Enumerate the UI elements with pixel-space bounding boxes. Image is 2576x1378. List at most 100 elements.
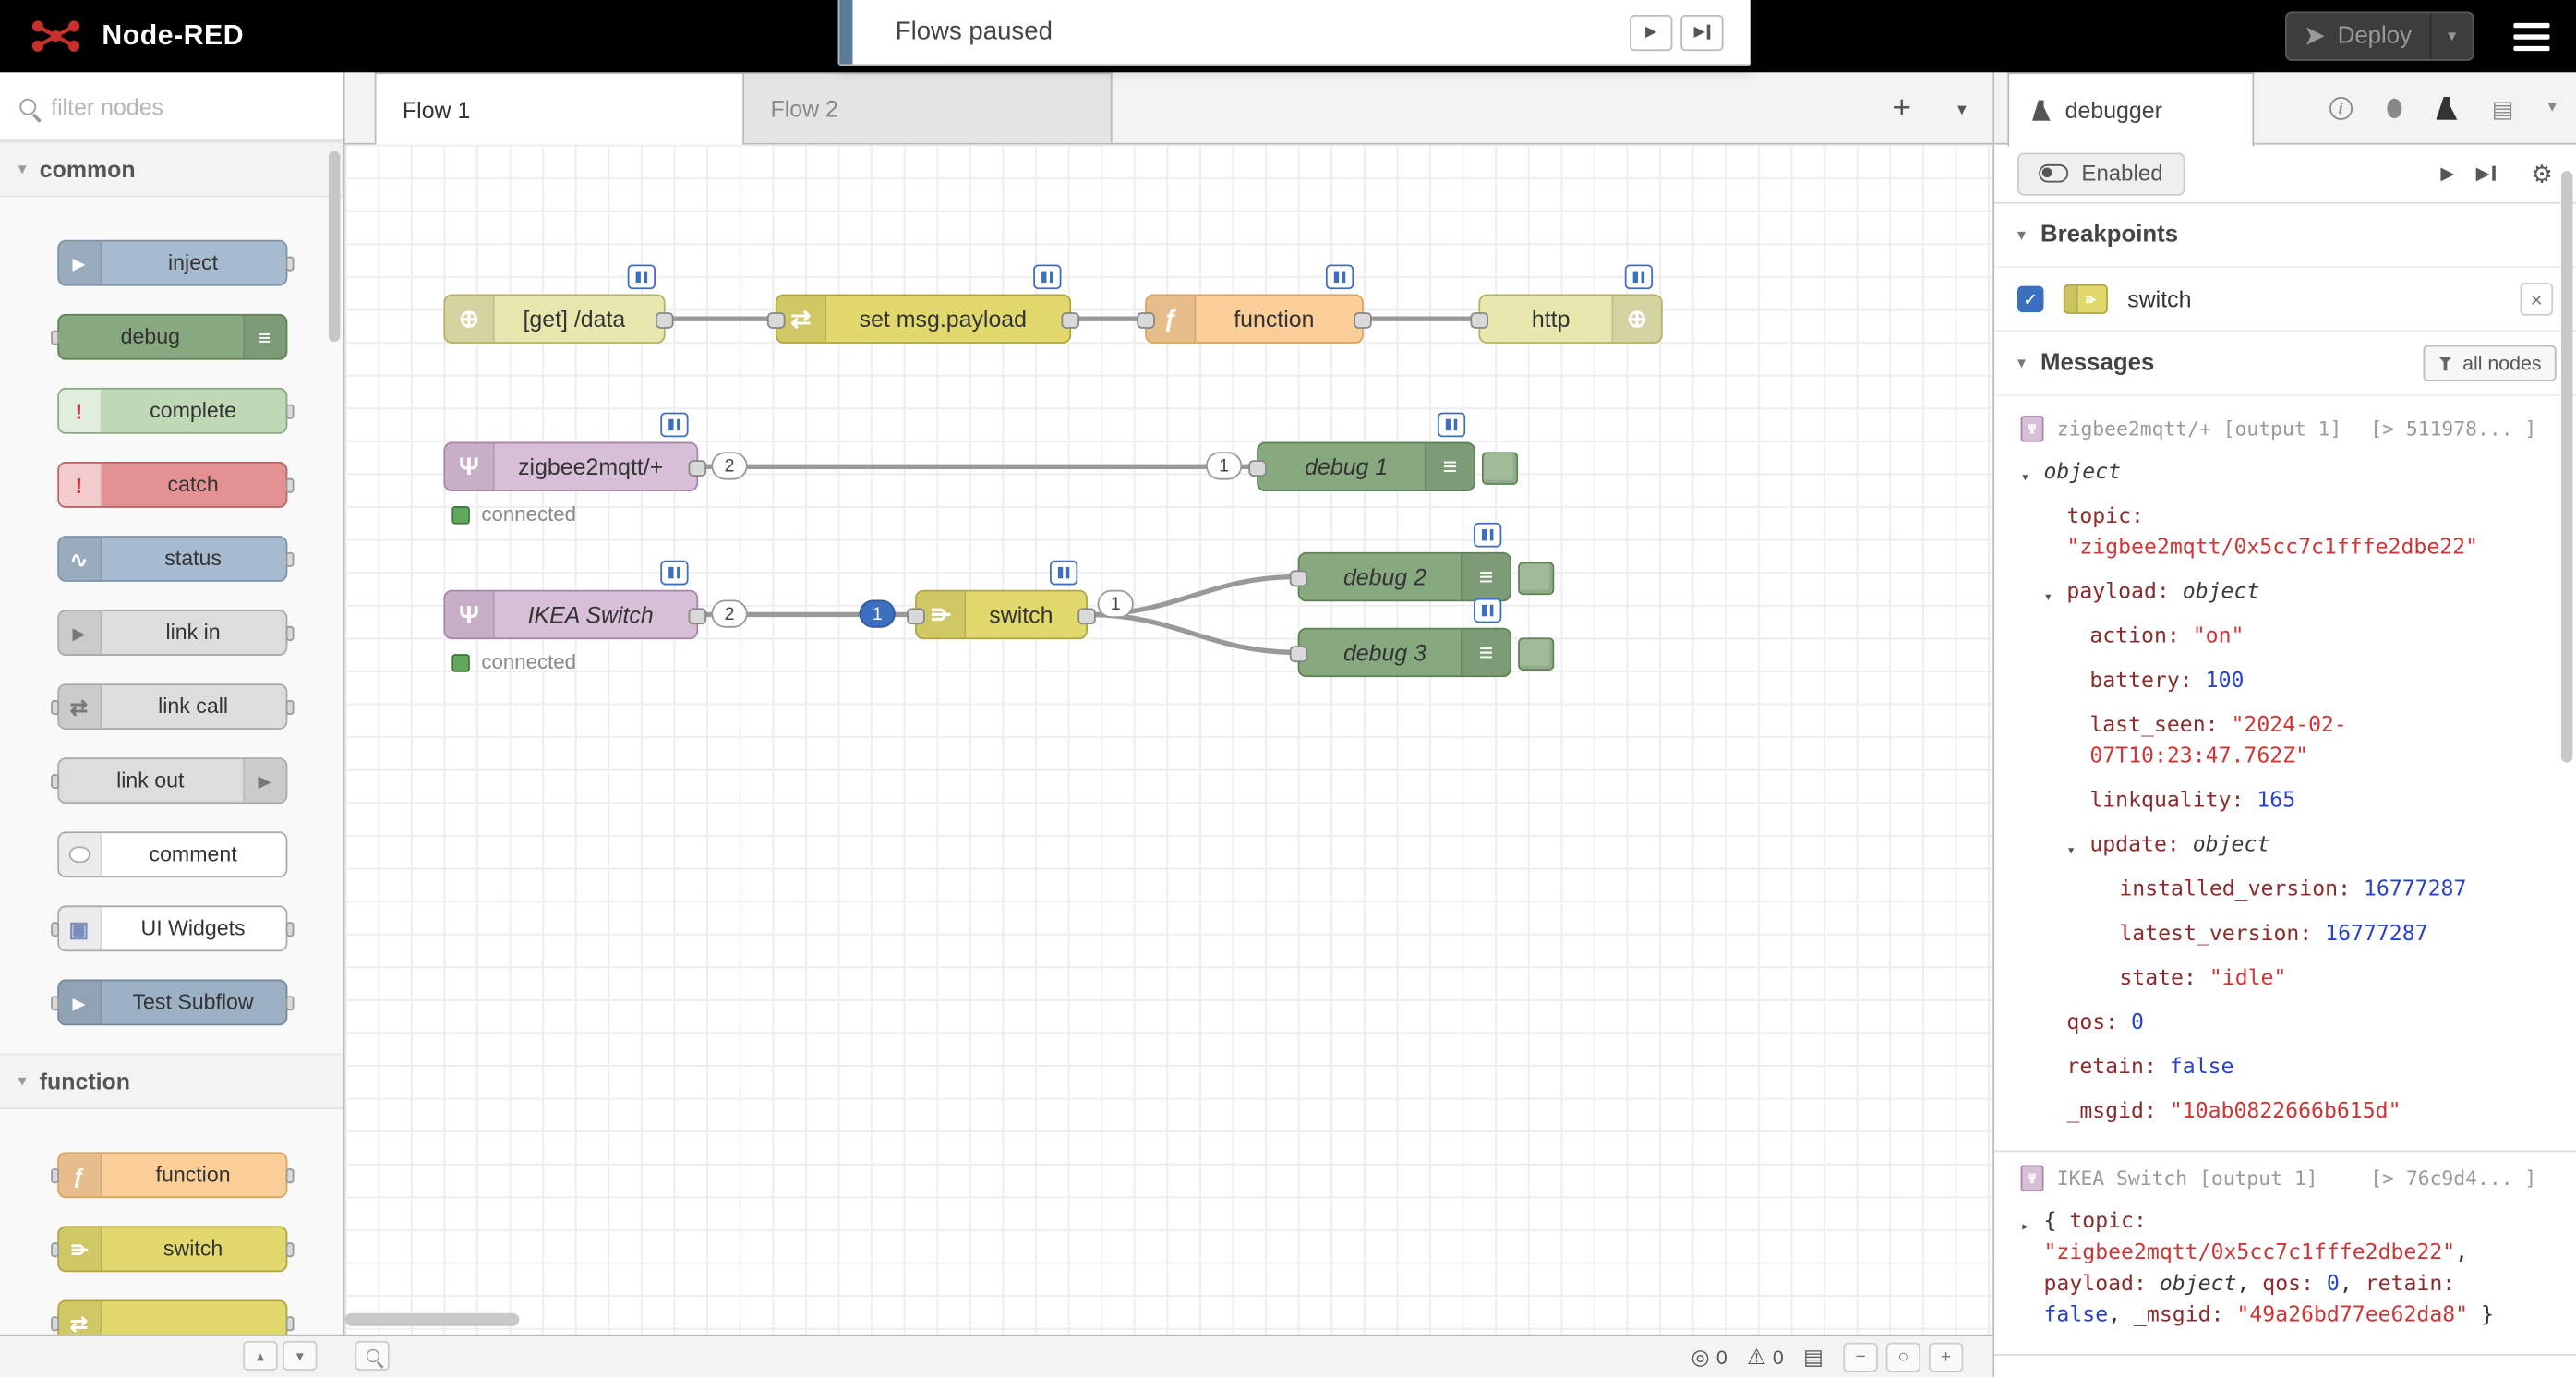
filter-nodes-input[interactable] <box>51 92 298 120</box>
wire[interactable] <box>1087 611 1298 656</box>
pause-badge[interactable] <box>660 412 689 438</box>
flow-node-debug-2[interactable]: ≡debug 2 <box>1289 522 1555 602</box>
step-button[interactable]: ▶ <box>2476 163 2496 184</box>
flow-node-debug-1[interactable]: ≡debug 1 <box>1248 412 1519 492</box>
palette-node-inject[interactable]: ►inject <box>56 239 294 286</box>
node-input-port[interactable] <box>1137 312 1155 329</box>
warning-count[interactable]: ⚠ 0 <box>1747 1344 1784 1370</box>
palette-node-test-subflow[interactable]: ►Test Subflow <box>50 979 294 1026</box>
expand-toggle-icon[interactable]: ▾ <box>2043 589 2053 607</box>
expand-categories-button[interactable]: ▾ <box>283 1340 318 1371</box>
breakpoint-count-badge[interactable]: 2 <box>711 599 748 628</box>
step-flows-button[interactable]: ▶ <box>1680 14 1724 51</box>
tab-flow-1[interactable]: Flow 1 <box>374 72 745 145</box>
palette-node-catch[interactable]: !catch <box>56 461 294 508</box>
deploy-options-chevron-icon[interactable]: ▾ <box>2448 27 2457 45</box>
remove-breakpoint-button[interactable]: × <box>2520 283 2554 316</box>
pause-badge[interactable] <box>1437 412 1466 438</box>
pause-badge[interactable] <box>1325 264 1354 290</box>
map-icon[interactable]: ▤ <box>1803 1344 1824 1370</box>
collapse-categories-button[interactable]: ▴ <box>243 1340 278 1371</box>
debug-toggle-button[interactable] <box>1481 452 1519 485</box>
node-input-port[interactable] <box>1289 570 1308 587</box>
tab-flow-2[interactable]: Flow 2 <box>742 72 1113 143</box>
flow-node-http-in[interactable]: ⊕[get] /data <box>443 264 674 344</box>
node-output-port[interactable] <box>688 460 707 477</box>
palette-node-comment[interactable]: comment <box>56 831 287 878</box>
breakpoint-count-badge[interactable]: 1 <box>1097 589 1134 619</box>
palette-category-header[interactable]: ▾function <box>0 1053 343 1110</box>
resume-flows-button[interactable]: ▶ <box>1630 14 1673 51</box>
node-output-port[interactable] <box>1061 312 1080 329</box>
book-icon[interactable]: ▤ <box>2492 97 2514 120</box>
debug-toggle-button[interactable] <box>1518 637 1555 671</box>
bug-icon[interactable] <box>2386 98 2401 119</box>
zoom-in-button[interactable]: + <box>1928 1342 1964 1372</box>
flow-node-debug-3[interactable]: ≡debug 3 <box>1289 598 1555 678</box>
flow-node-http-response[interactable]: ⊕http <box>1470 264 1663 344</box>
zoom-out-button[interactable]: − <box>1843 1342 1878 1372</box>
messages-section-header[interactable]: ▾ Messages all nodes <box>1994 332 2576 396</box>
debug-toggle-button[interactable] <box>1518 562 1555 596</box>
flow-node-switch[interactable]: ⋔switch <box>907 560 1096 640</box>
palette-node-switch[interactable]: ⋔switch <box>50 1226 294 1273</box>
palette-node-link-out[interactable]: ►link out <box>50 757 287 804</box>
sidebar-scrollbar[interactable] <box>2560 171 2573 763</box>
main-menu-button[interactable] <box>2513 22 2550 51</box>
palette-category-header[interactable]: ▾common <box>0 141 343 198</box>
message-filter-button[interactable]: all nodes <box>2423 344 2557 381</box>
node-output-port[interactable] <box>688 608 707 625</box>
resume-button[interactable]: ▶ <box>2440 163 2455 185</box>
node-input-port[interactable] <box>1289 646 1308 663</box>
pause-badge[interactable] <box>1624 264 1654 290</box>
palette-node-link-call[interactable]: ⇄link call <box>50 683 294 731</box>
palette-node-link-in[interactable]: ►link in <box>56 610 294 656</box>
node-input-port[interactable] <box>907 608 925 625</box>
debugger-enabled-toggle[interactable]: Enabled <box>2017 151 2185 195</box>
pause-badge[interactable] <box>1049 560 1078 586</box>
palette-node-complete[interactable]: !complete <box>56 387 294 434</box>
info-icon[interactable]: i <box>2329 96 2353 120</box>
expand-toggle-icon[interactable]: ▾ <box>2066 842 2076 860</box>
palette-node-ui-widgets[interactable]: ▣UI Widgets <box>50 905 294 952</box>
breakpoint-count-badge[interactable]: 1 <box>1206 452 1243 480</box>
debug-message-msgid[interactable]: [> 76c9d4... ] <box>2370 1166 2537 1191</box>
gear-icon[interactable]: ⚙ <box>2531 160 2554 188</box>
canvas-horizontal-scrollbar[interactable] <box>344 1312 520 1326</box>
palette-scrollbar[interactable] <box>328 151 341 343</box>
flow-list-chevron-icon[interactable]: ▾ <box>1957 99 1967 120</box>
debug-message-msgid[interactable]: [> 511978... ] <box>2370 417 2537 441</box>
add-flow-button[interactable]: + <box>1892 89 1912 127</box>
expand-toggle-icon[interactable]: ▸ <box>2020 1219 2030 1237</box>
breakpoint-checkbox[interactable]: ✓ <box>2017 285 2044 313</box>
canvas-search-button[interactable] <box>355 1340 390 1371</box>
deploy-button[interactable]: Deploy ▾ <box>2284 11 2474 61</box>
node-input-port[interactable] <box>1248 460 1267 477</box>
node-input-port[interactable] <box>1470 312 1489 329</box>
node-output-port[interactable] <box>1077 608 1096 625</box>
zoom-reset-button[interactable]: ○ <box>1885 1342 1921 1372</box>
chevron-down-icon[interactable]: ▾ <box>2548 100 2557 117</box>
flow-node-set-msg-payload[interactable]: ⇄set msg.payload <box>766 264 1080 344</box>
breakpoint-count-badge[interactable]: 1 <box>859 599 896 628</box>
flask-icon[interactable] <box>2436 96 2458 120</box>
pause-badge[interactable] <box>1033 264 1062 290</box>
success-count[interactable]: ◎ 0 <box>1691 1344 1727 1370</box>
pause-badge[interactable] <box>1474 522 1502 548</box>
pause-badge[interactable] <box>660 560 689 586</box>
palette-node-partial-node[interactable]: ⇄ <box>50 1299 294 1335</box>
breakpoints-section-header[interactable]: ▾ Breakpoints <box>1994 204 2576 269</box>
expand-toggle-icon[interactable]: ▾ <box>2020 469 2030 487</box>
node-input-port[interactable] <box>766 312 786 329</box>
pause-badge[interactable] <box>1474 598 1502 623</box>
pause-badge[interactable] <box>627 264 656 290</box>
palette-node-status[interactable]: ∿status <box>56 536 294 582</box>
tab-debugger[interactable]: debugger <box>2007 72 2255 147</box>
breakpoint-count-badge[interactable]: 2 <box>711 452 748 480</box>
node-output-port[interactable] <box>1354 312 1372 329</box>
